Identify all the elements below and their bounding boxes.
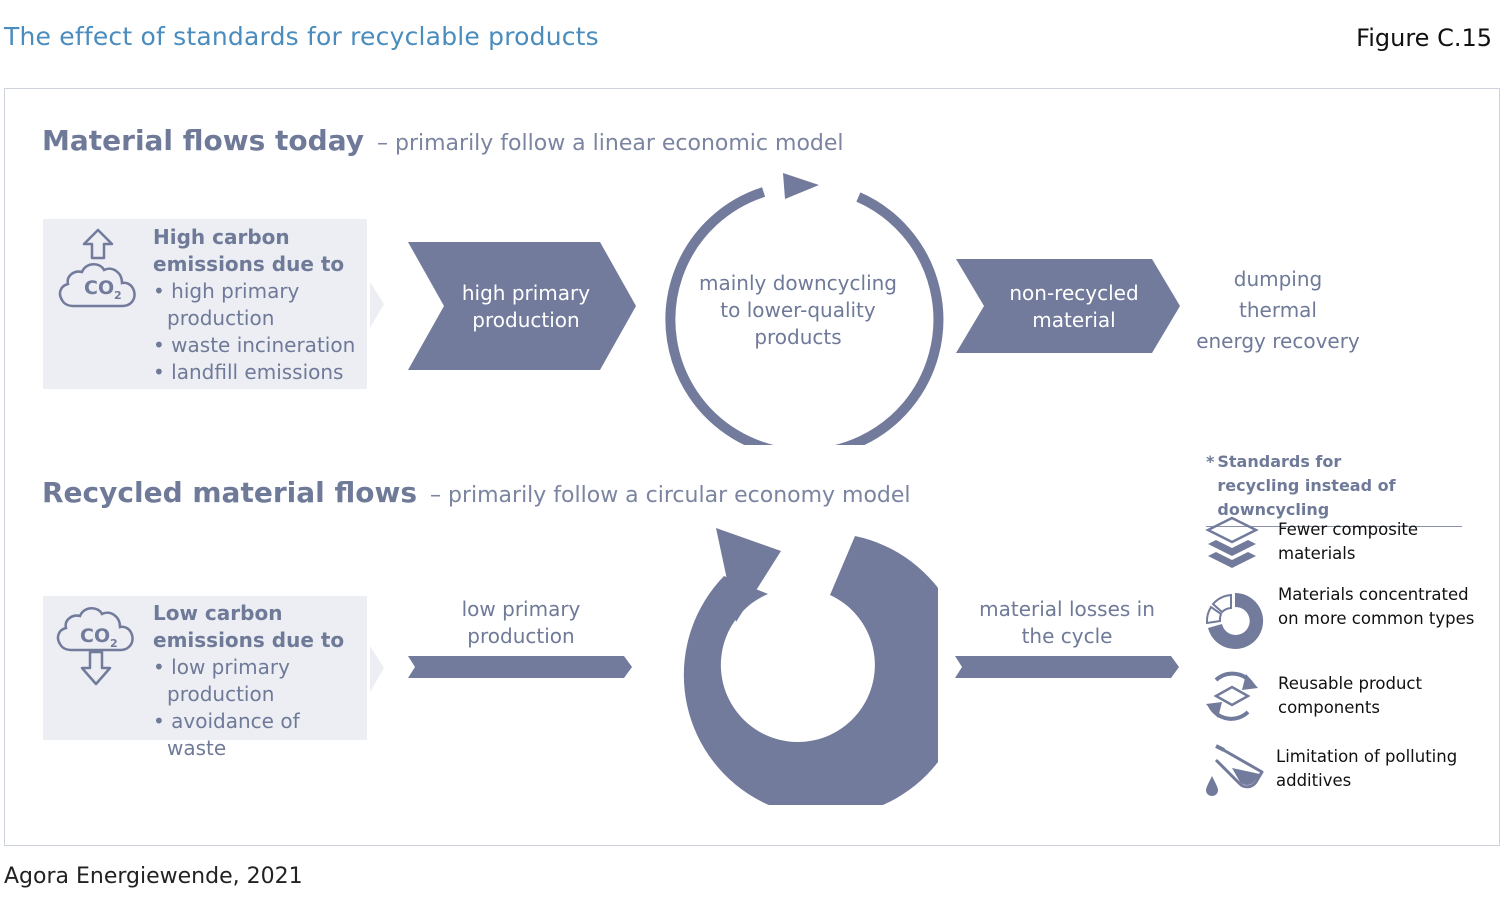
- high-carbon-item: high primary production: [153, 278, 363, 332]
- top-heading: Material flows today – primarily follow …: [42, 124, 844, 157]
- high-carbon-item: waste incineration: [153, 332, 363, 359]
- standards-star: *: [1206, 452, 1215, 471]
- outcome-item: thermal: [1239, 298, 1317, 322]
- donut-icon: [1205, 592, 1264, 649]
- top-heading-subtitle: – primarily follow a linear economic mod…: [377, 131, 844, 156]
- co2-cloud-down-icon: CO 2: [56, 607, 134, 686]
- recycle-arrows-icon: [1206, 671, 1258, 721]
- non-recycled-label: non-recycled material: [1009, 281, 1139, 332]
- high-primary-arrow-label: high primary production: [461, 281, 591, 332]
- standards-heading: * Standards for recycling instead of dow…: [1206, 450, 1462, 527]
- low-carbon-item: avoidance of waste: [153, 708, 365, 762]
- low-carbon-text: Low carbon emissions due to low primary …: [153, 600, 365, 762]
- standards-item-label: Fewer composite materials: [1278, 520, 1419, 563]
- figure-frame: [4, 88, 1500, 846]
- standards-heading-text: Standards for recycling instead of downc…: [1217, 452, 1396, 519]
- high-carbon-title: High carbon emissions due to: [153, 225, 345, 276]
- recycling-footnote-star: *: [853, 679, 861, 697]
- standards-item-label: Reusable product components: [1278, 674, 1422, 717]
- figure-number: Figure C.15: [1356, 24, 1492, 52]
- standards-item-label: Materials concentrated on more common ty…: [1278, 585, 1475, 628]
- outcome-item: dumping: [1233, 267, 1323, 291]
- figure-title: The effect of standards for recyclable p…: [4, 22, 599, 51]
- high-primary-arrow: [408, 242, 636, 370]
- bottom-heading: Recycled material flows – primarily foll…: [42, 476, 911, 509]
- source-credit: Agora Energiewende, 2021: [4, 864, 303, 889]
- recycling-line: instead of: [745, 647, 845, 672]
- co2-subscript: 2: [110, 637, 118, 650]
- low-carbon-title: Low carbon emissions due to: [153, 601, 345, 652]
- co2-label: CO: [84, 277, 114, 299]
- layers-icon: [1205, 516, 1259, 568]
- high-carbon-item: landfill emissions: [153, 359, 363, 386]
- co2-label: CO: [80, 625, 110, 647]
- top-heading-title: Material flows today: [42, 124, 364, 157]
- low-primary-label: low primary production: [461, 597, 581, 648]
- non-recycled-arrow: [956, 259, 1180, 353]
- high-carbon-text: High carbon emissions due to high primar…: [153, 224, 363, 386]
- outcomes-list: dumping thermal energy recovery: [1188, 264, 1368, 357]
- recycling-line: recycling: [749, 619, 841, 643]
- box-pointer-bottom: [370, 646, 384, 692]
- recycling-line-text: downcycling: [729, 676, 854, 700]
- test-tube-drop-icon: [1206, 744, 1264, 796]
- material-losses-label: material losses in the cycle: [979, 597, 1155, 648]
- low-primary-arrow: [408, 656, 632, 678]
- co2-subscript: 2: [114, 289, 122, 302]
- co2-cloud-up-icon: CO 2: [58, 228, 136, 308]
- bottom-heading-title: Recycled material flows: [42, 476, 417, 509]
- standards-item-label: Limitation of polluting additives: [1276, 747, 1458, 790]
- low-carbon-item: low primary production: [153, 654, 365, 708]
- bottom-heading-subtitle: – primarily follow a circular economy mo…: [430, 483, 911, 508]
- material-losses-arrow: [955, 656, 1179, 678]
- recycling-loop: [683, 528, 938, 805]
- box-pointer-top: [370, 282, 384, 328]
- recycling-line: downcycling*: [710, 674, 880, 703]
- recycling-label: recycling instead of downcycling*: [710, 617, 880, 703]
- downcycling-label: mainly downcycling to lower-quality prod…: [699, 271, 897, 349]
- downcycling-ring: [665, 173, 944, 445]
- outcome-item: energy recovery: [1196, 329, 1360, 353]
